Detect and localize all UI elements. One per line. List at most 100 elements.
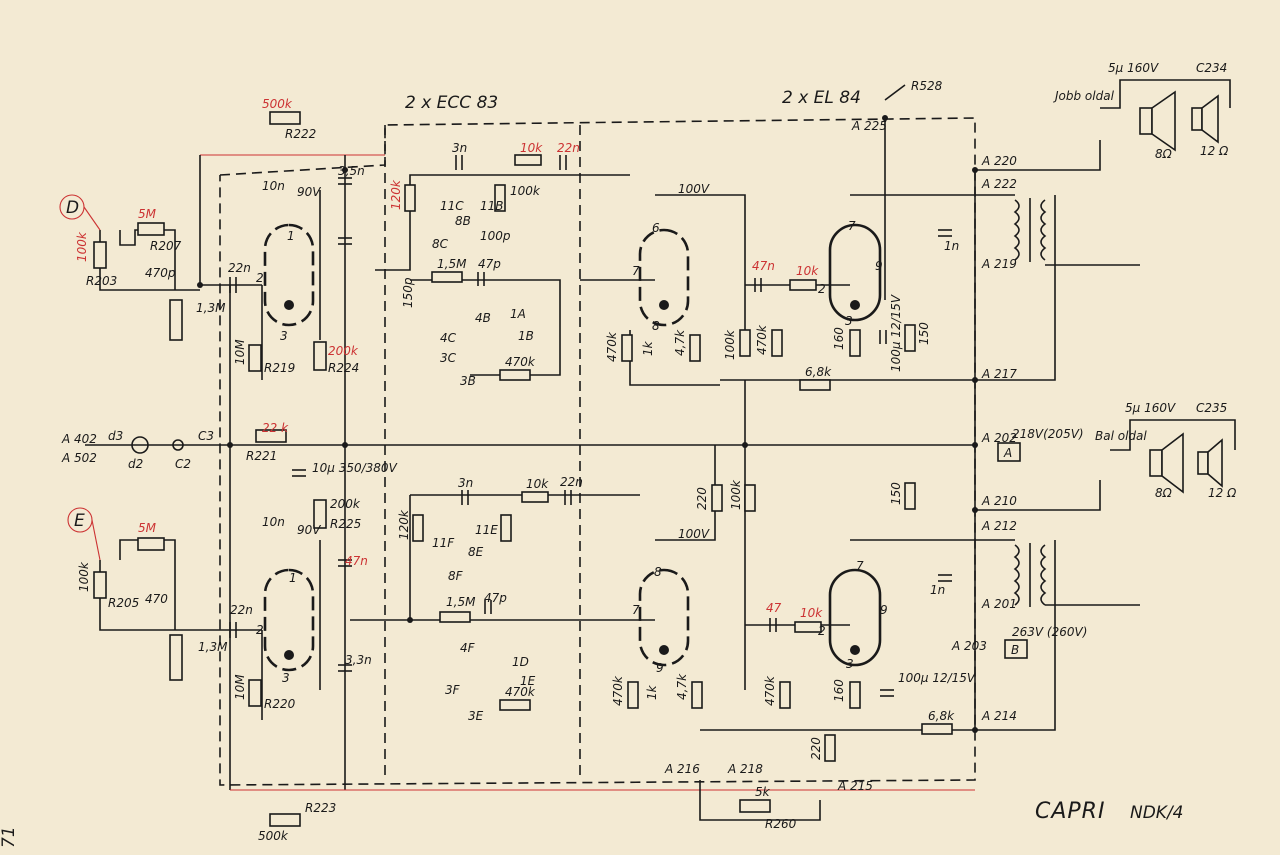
label-r222-val: 500k xyxy=(262,97,293,111)
label-cap-bot: 5μ 160V xyxy=(1125,401,1176,415)
pin-6-top: 6 xyxy=(652,221,660,235)
label-r246: 220 xyxy=(695,487,709,510)
wire-bot-vol xyxy=(119,539,176,630)
label-r224: R224 xyxy=(328,361,359,375)
label-r221-val: 22 k xyxy=(262,421,289,435)
tube-ecc83-lower-2 xyxy=(638,568,690,667)
label-a218: A 218 xyxy=(727,762,763,776)
label-r250: 470k xyxy=(755,324,769,355)
label-12ohm-bot: 12 Ω xyxy=(1208,486,1237,500)
label-a215: A 215 xyxy=(837,779,873,793)
wire-out-top xyxy=(975,140,1101,171)
label-a222: A 222 xyxy=(981,177,1017,191)
resistor-r229b xyxy=(439,611,471,623)
label-r207-val: 5M xyxy=(138,207,157,221)
resistor-r240 xyxy=(621,334,633,362)
label-c225: 22n xyxy=(557,141,580,155)
resistor-r224 xyxy=(313,341,327,371)
wire-plate2-top xyxy=(655,194,746,335)
pin-9-bot: 9 xyxy=(656,661,664,675)
wire-top-vol xyxy=(119,229,176,290)
cathode-dot-4 xyxy=(659,645,669,655)
resistor-r254 xyxy=(799,379,831,391)
label-r259: 150 xyxy=(889,482,903,505)
label-r203-val: 100k xyxy=(75,231,89,262)
label-c230: 3,5n xyxy=(338,164,365,178)
label-a201: A 201 xyxy=(981,597,1017,611)
resistor-r221 xyxy=(255,429,287,443)
label-r205: R205 xyxy=(108,596,139,610)
page-marker: 71 xyxy=(0,826,19,848)
resistor-r241 xyxy=(627,681,639,709)
speaker-8ohm-bottom xyxy=(1149,432,1184,494)
pin-3-el84-bot: 3 xyxy=(846,657,854,671)
junction-dots xyxy=(197,115,978,733)
label-r249: 100k xyxy=(729,479,743,510)
label-c272: 3n xyxy=(452,141,467,155)
label-r248: 100k xyxy=(723,329,737,360)
label-r225-val: 200k xyxy=(330,497,361,511)
pin-3-el84-top: 3 xyxy=(845,314,853,328)
wire-hum-pot xyxy=(699,780,821,821)
label-c219b: 3,3n xyxy=(345,653,372,667)
label-r224-val: 200k xyxy=(328,344,359,358)
switch-label: 3E xyxy=(468,709,484,723)
label-a212: A 212 xyxy=(981,519,1017,533)
label-218v: 218V(205V) xyxy=(1012,427,1084,441)
resistor-r220 xyxy=(248,679,262,707)
label-r220-val: 10M xyxy=(233,674,247,700)
pin-7-top: 7 xyxy=(632,264,640,278)
label-d2: d2 xyxy=(128,457,143,471)
resistor-r252 xyxy=(789,279,817,291)
label-c223: 3n xyxy=(458,476,473,490)
label-r219: R219 xyxy=(264,361,295,375)
label-r247: 220 xyxy=(809,737,823,760)
resistor-r236 xyxy=(514,154,542,166)
pin-1-bot: 1 xyxy=(289,571,297,585)
pin-2-el84-top: 2 xyxy=(818,282,826,296)
switch-label: 3C xyxy=(440,351,457,365)
label-r528: R528 xyxy=(911,79,943,93)
pin-9-el84-bot: 9 xyxy=(880,603,888,617)
switch-label: 1A xyxy=(510,307,526,321)
label-r227b: 120k xyxy=(397,509,411,540)
cathode-dot-6 xyxy=(850,645,860,655)
label-right-channel: Jobb oldal xyxy=(1053,89,1115,103)
label-cap-top: 5μ 160V xyxy=(1108,61,1159,75)
label-r260: R260 xyxy=(765,817,797,831)
label-d3: d3 xyxy=(108,429,123,443)
transformer-top-primary xyxy=(1013,199,1020,261)
resistor-r227 xyxy=(404,184,416,212)
label-r223: R223 xyxy=(305,801,336,815)
model-name: CAPRI xyxy=(1035,799,1105,824)
capacitors xyxy=(229,155,952,697)
resistor-r247 xyxy=(824,734,836,762)
speaker-12ohm-top xyxy=(1191,94,1219,144)
speaker-8ohm-top xyxy=(1139,90,1176,152)
pin-2-el84-bot: 2 xyxy=(818,624,826,638)
label-c206: 470 xyxy=(145,592,168,606)
wire-speaker-bot xyxy=(1110,419,1236,451)
label-c229: 47 xyxy=(766,601,782,615)
switch-label: 3B xyxy=(460,374,476,388)
label-r260-val: 5k xyxy=(755,785,771,799)
label-r214: 1,3M xyxy=(198,640,228,654)
pin-2-bot: 2 xyxy=(256,623,264,637)
resistor-r219 xyxy=(248,344,262,372)
label-r205-val: 100k xyxy=(77,561,91,592)
resistor-r256 xyxy=(849,329,861,357)
label-c228: 47n xyxy=(752,259,775,273)
wire-plate2-bot xyxy=(655,445,716,541)
resistor-r246 xyxy=(711,484,723,512)
label-c233b: 1n xyxy=(930,583,945,597)
label-c233: 150p xyxy=(401,277,415,308)
resistor-r214 xyxy=(169,634,183,681)
label-c205: 470p xyxy=(145,266,176,280)
label-c227: 22n xyxy=(560,475,583,489)
potentiometer-r223 xyxy=(269,813,301,827)
label-c213: 10n xyxy=(262,179,285,193)
r528-arrow xyxy=(884,84,906,101)
label-r255: 6,8k xyxy=(928,709,955,723)
switch-label: 11E xyxy=(475,523,498,537)
